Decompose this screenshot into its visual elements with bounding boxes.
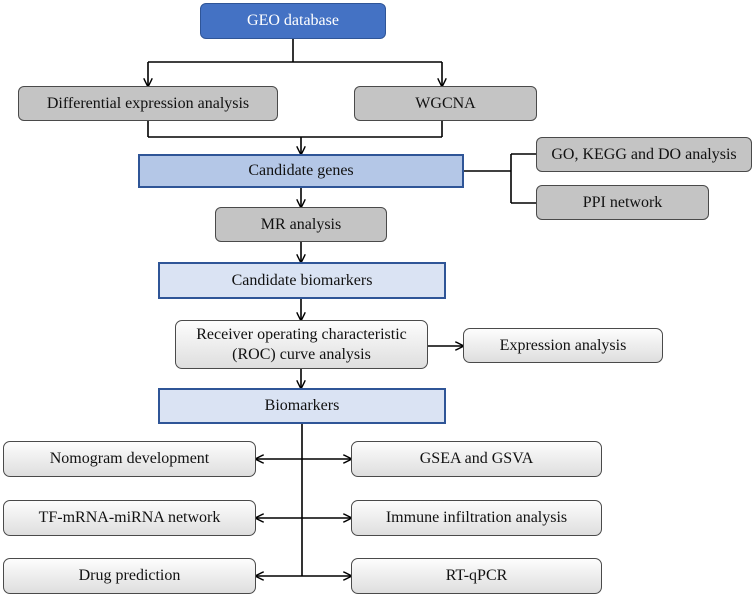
node-go-kegg-do-analysis-label: GO, KEGG and DO analysis <box>551 145 737 163</box>
node-geo-database: GEO database <box>200 3 386 39</box>
node-immune-infiltration-analysis-label: Immune infiltration analysis <box>385 509 568 527</box>
node-mr-analysis: MR analysis <box>215 207 387 242</box>
node-drug-prediction: Drug prediction <box>3 558 256 594</box>
node-immune-infiltration-analysis: Immune infiltration analysis <box>351 500 602 536</box>
node-candidate-genes: Candidate genes <box>138 154 464 188</box>
node-biomarkers: Biomarkers <box>158 388 446 424</box>
node-candidate-biomarkers-label: Candidate biomarkers <box>231 271 373 289</box>
node-roc-analysis: Receiver operating characteristic (ROC) … <box>175 320 428 369</box>
node-roc-analysis-label-line1: Receiver operating characteristic <box>196 326 407 344</box>
node-nomogram-development-label: Nomogram development <box>49 450 210 468</box>
node-candidate-genes-label: Candidate genes <box>248 162 354 180</box>
node-gsea-gsva-label: GSEA and GSVA <box>419 450 534 468</box>
node-rt-qpcr-label: RT-qPCR <box>445 567 508 585</box>
node-tf-mrna-mirna-network-label: TF-mRNA-miRNA network <box>38 509 221 527</box>
node-ppi-network: PPI network <box>536 185 709 220</box>
node-differential-expression-label: Differential expression analysis <box>46 94 250 112</box>
node-nomogram-development: Nomogram development <box>3 441 256 477</box>
node-candidate-biomarkers: Candidate biomarkers <box>158 262 446 299</box>
node-ppi-network-label: PPI network <box>582 193 663 211</box>
node-mr-analysis-label: MR analysis <box>260 215 342 233</box>
node-gsea-gsva: GSEA and GSVA <box>351 441 602 477</box>
node-tf-mrna-mirna-network: TF-mRNA-miRNA network <box>3 500 256 536</box>
node-go-kegg-do-analysis: GO, KEGG and DO analysis <box>536 137 752 172</box>
node-differential-expression: Differential expression analysis <box>18 86 278 121</box>
node-biomarkers-label: Biomarkers <box>264 397 340 415</box>
node-expression-analysis-label: Expression analysis <box>499 336 627 354</box>
node-drug-prediction-label: Drug prediction <box>78 567 181 585</box>
node-wgcna: WGCNA <box>354 86 537 121</box>
node-roc-analysis-label-line2: (ROC) curve analysis <box>232 345 371 363</box>
node-expression-analysis: Expression analysis <box>463 328 663 363</box>
node-wgcna-label: WGCNA <box>415 94 476 112</box>
node-rt-qpcr: RT-qPCR <box>351 558 602 594</box>
node-geo-database-label: GEO database <box>247 12 339 30</box>
